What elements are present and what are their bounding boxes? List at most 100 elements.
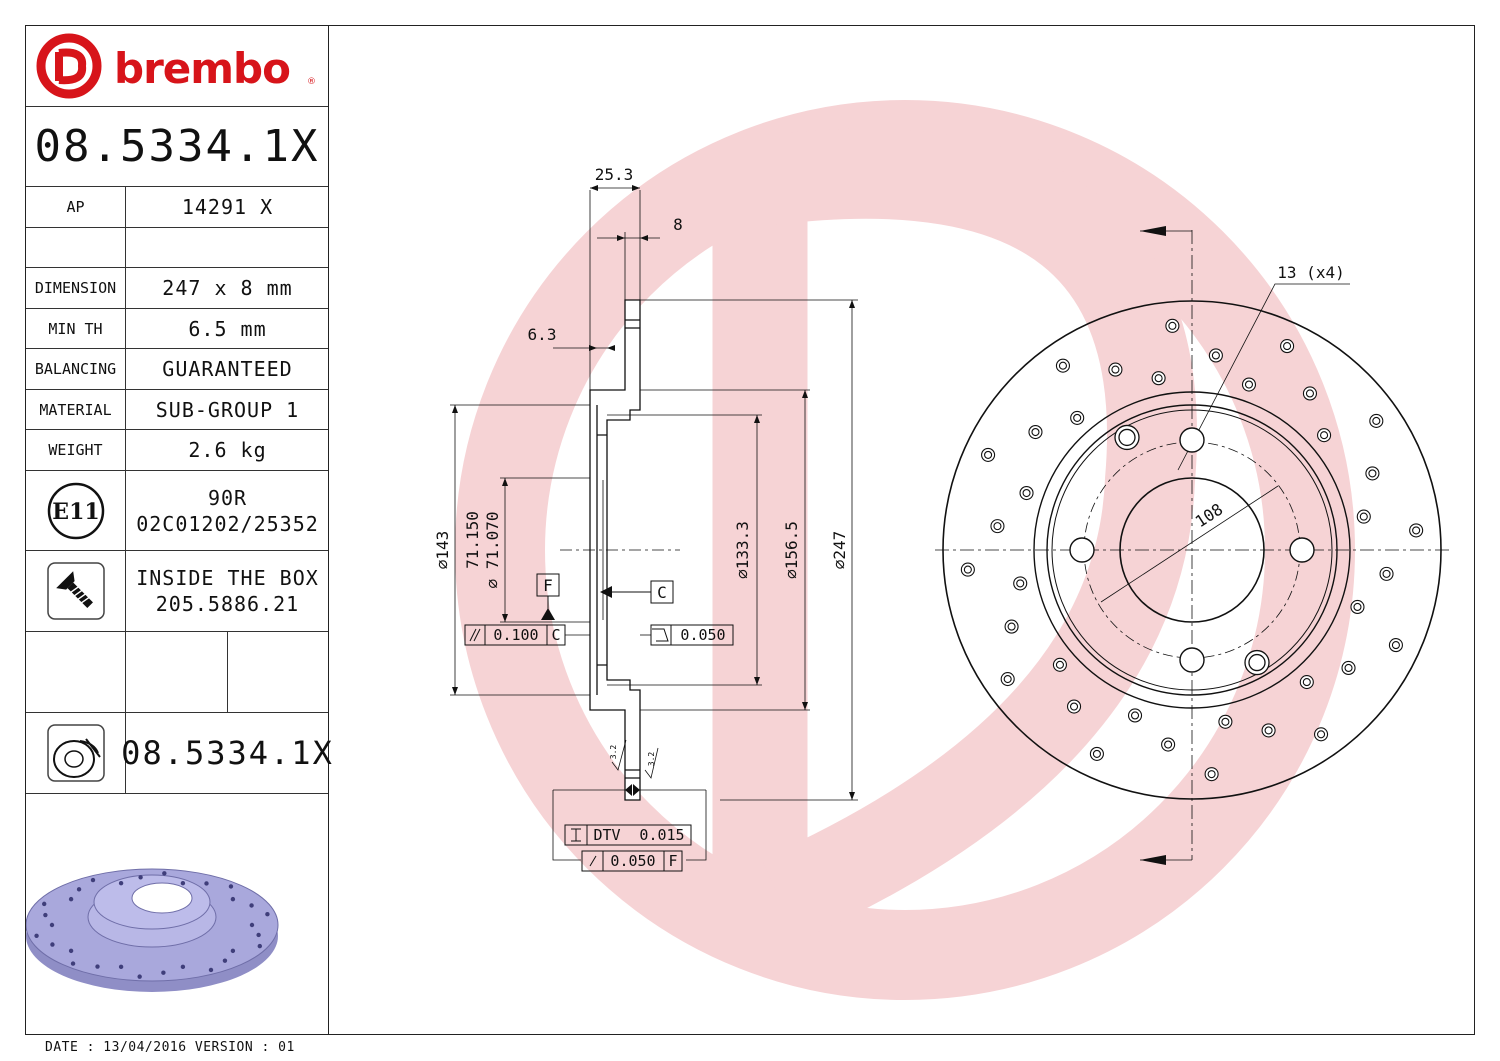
render-drill-hole (180, 964, 186, 970)
dim-bolt-holes: 13 (x4) (1277, 263, 1344, 282)
render-drill-hole (90, 877, 96, 883)
front-view-arrows (1140, 226, 1166, 865)
svg-text:®: ® (307, 77, 316, 87)
parallelism-ref: C (551, 626, 560, 644)
drill-hole (1283, 342, 1292, 351)
spec-value-weight: 2.6 kg (188, 438, 267, 462)
drill-hole (1359, 512, 1368, 521)
spec-row-ap: AP 14291 X (26, 187, 328, 228)
drill-hole (1168, 321, 1177, 330)
drill-hole (1391, 641, 1400, 650)
drill-hole (1007, 622, 1016, 631)
dim-hat-wall: 6.3 (528, 325, 557, 344)
svg-text:brembo: brembo (114, 44, 290, 93)
kit-icon-cell (26, 713, 126, 793)
render-drill-hole (76, 887, 82, 892)
render-drill-hole (95, 964, 100, 969)
section-profile (589, 299, 641, 801)
spec-label-weight: WEIGHT (26, 430, 126, 470)
footer-date-version: DATE : 13/04/2016 VERSION : 01 (45, 1040, 295, 1055)
dim-thickness: 8 (673, 215, 683, 234)
dim-dia-inner: ⌀156.5 (782, 521, 801, 579)
render-drill-hole (230, 896, 236, 902)
drill-hole (1207, 770, 1216, 779)
drill-hole (1368, 469, 1377, 478)
render-drill-hole (138, 875, 143, 880)
drill-hole (1022, 488, 1031, 498)
drawing-sheet: brembo ® 08.5334.1X AP 14291 X DIMENSION… (25, 25, 1475, 1035)
disc-kit-icon (46, 724, 105, 782)
render-drill-hole (228, 884, 234, 889)
kit-part-number: 08.5334.1X (121, 734, 334, 772)
part-number: 08.5334.1X (26, 107, 328, 187)
spec-value-material: SUB-GROUP 1 (155, 397, 300, 422)
drill-hole (1264, 726, 1273, 735)
dim-center-bore-max: 71.150 (463, 511, 482, 569)
runout-value: 0.050 (610, 852, 655, 870)
spec-value-balancing: GUARANTEED (162, 357, 293, 381)
drill-hole (984, 450, 993, 459)
screw-icon-cell (26, 551, 126, 631)
approval-text: 90R 02C01202/25352 (127, 471, 328, 550)
render-drill-hole (208, 967, 214, 973)
screw-text: INSIDE THE BOX 205.5886.21 (127, 551, 328, 631)
drill-hole (1302, 678, 1311, 687)
parallelism-value: 0.100 (493, 626, 538, 644)
drill-hole (1092, 749, 1101, 758)
drill-hole (1069, 702, 1079, 711)
wheel-pin-hole (1248, 653, 1266, 672)
spec-label-dimension: DIMENSION (26, 268, 126, 308)
dim-dia-hub: ⌀143 (433, 531, 452, 570)
approval-badge-cell: E11 (26, 471, 126, 550)
drill-hole (1211, 351, 1220, 360)
spec-label-ap: AP (26, 187, 126, 227)
drill-hole (1164, 740, 1173, 749)
drill-hole (1003, 675, 1012, 684)
screw-icon (46, 562, 105, 620)
spec-row-balancing: BALANCING GUARANTEED (26, 349, 328, 390)
drill-hole (1154, 374, 1163, 383)
render-drill-hole (161, 970, 166, 975)
disc-render-image (25, 868, 279, 992)
drill-hole (1073, 413, 1082, 422)
approval-row: E11 90R 02C01202/25352 (26, 471, 328, 551)
render-drill-hole (70, 961, 76, 966)
render-drill-hole (230, 948, 236, 954)
spec-value-min-th: 6.5 mm (188, 316, 267, 341)
spec-label-material: MATERIAL (26, 390, 126, 429)
drill-hole (1382, 569, 1391, 578)
render-drill-hole (118, 880, 124, 886)
drill-hole (1130, 711, 1140, 720)
screw-line2: 205.5886.21 (155, 592, 300, 616)
spec-row-min-th: MIN TH 6.5 mm (26, 309, 328, 349)
render-drill-hole (222, 958, 228, 963)
render-drill-hole (162, 871, 167, 876)
render-drill-hole (43, 912, 48, 918)
spec-row-empty (26, 228, 328, 268)
drill-hole (1317, 730, 1326, 739)
drill-hole (1016, 579, 1025, 588)
disc-render-area (25, 794, 328, 1034)
drill-holes (960, 318, 1424, 782)
render-drill-hole (49, 922, 55, 928)
kit-row: 08.5334.1X (26, 713, 334, 794)
runout-ref: F (668, 852, 677, 870)
drill-hole (993, 522, 1002, 531)
render-drill-hole (265, 912, 270, 917)
dim-center-bore-min: ⌀ 71.070 (483, 511, 502, 588)
render-drill-hole (249, 903, 254, 908)
drill-hole (1344, 663, 1353, 673)
render-drill-hole (204, 881, 209, 886)
render-drill-hole (68, 896, 74, 902)
dim-width-total: 25.3 (595, 165, 634, 184)
bolt-holes (1069, 424, 1315, 676)
drill-hole (1353, 602, 1362, 612)
spec-panel: brembo ® 08.5334.1X AP 14291 X DIMENSION… (25, 26, 334, 1034)
svg-text:E11: E11 (52, 499, 99, 525)
dim-dia-outer: ⌀247 (830, 531, 849, 570)
datum-f-label: F (543, 576, 553, 595)
dim-dia-pcd-seat: ⌀133.3 (733, 521, 752, 579)
spec-value-ap: 14291 X (181, 195, 274, 219)
render-drill-hole (257, 943, 262, 949)
